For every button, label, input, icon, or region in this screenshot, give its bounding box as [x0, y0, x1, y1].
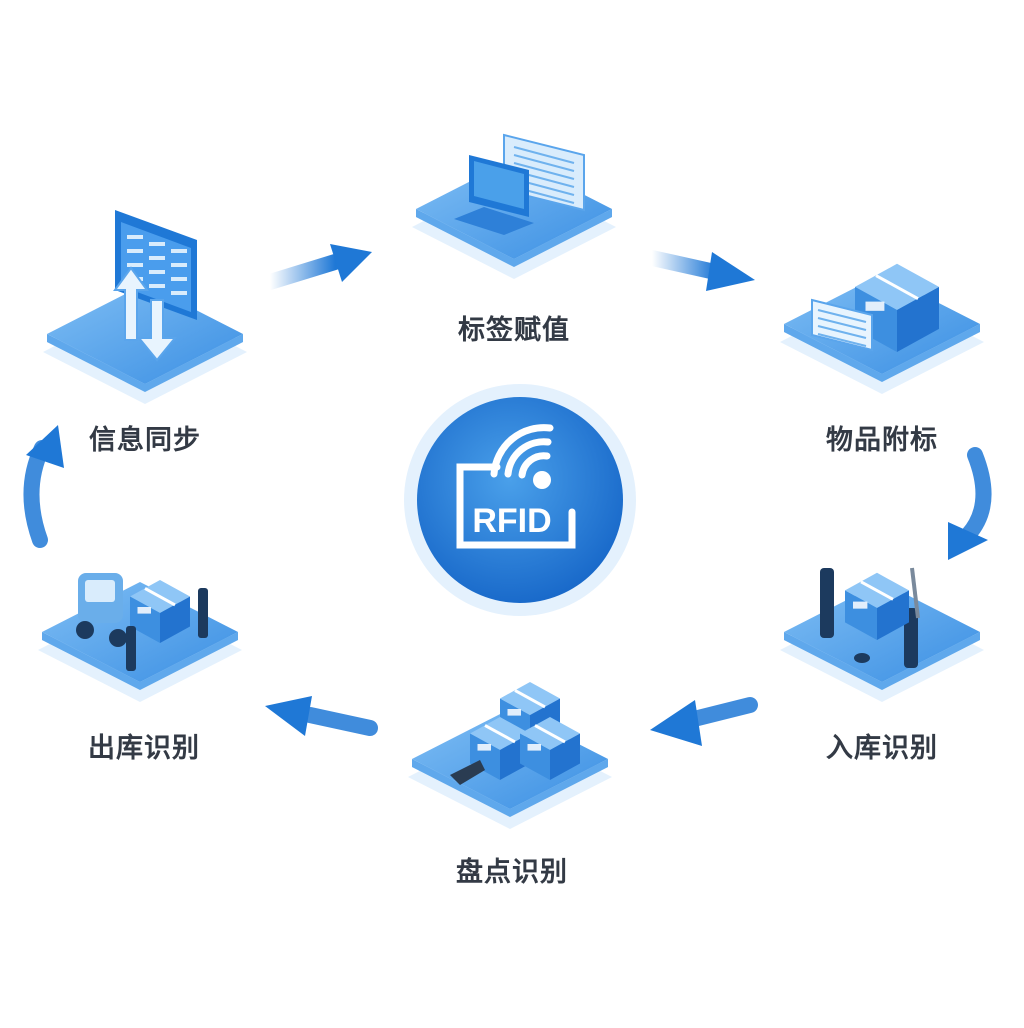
arrow-assign-to-tagging	[644, 250, 755, 291]
cardboard-box	[855, 263, 939, 352]
rfid-tag-icon	[456, 424, 576, 549]
forklift-icon	[76, 573, 208, 671]
platform-item-tagging	[780, 263, 984, 394]
stage-platforms	[38, 133, 984, 829]
label-tag-assign: 标签赋值	[458, 315, 570, 346]
arrow-sync-to-assign	[262, 244, 372, 290]
platform-outbound-scan	[38, 573, 242, 702]
rfid-center-badge: RFID	[404, 384, 636, 616]
data-sync-screen-icon	[113, 210, 197, 362]
stacked-boxes-scanner-icon	[450, 682, 580, 785]
arrow-outbound-to-sync	[23, 425, 64, 548]
platform-inbound-scan	[780, 567, 984, 702]
inbound-gate-icon	[820, 567, 920, 668]
label-item-tagging: 物品附标	[826, 425, 938, 456]
label-inventory-scan: 盘点识别	[456, 857, 568, 888]
rfid-badge-text: RFID	[472, 502, 551, 540]
box-with-tag-icon	[811, 263, 939, 352]
label-info-sync: 信息同步	[89, 425, 201, 456]
box-on-fork	[130, 580, 190, 643]
arrow-inventory-to-outbound	[265, 696, 378, 736]
label-inbound-scan: 入库识别	[826, 733, 938, 764]
computer-icon	[454, 133, 585, 235]
flow-arrows	[23, 244, 992, 746]
box-right	[520, 717, 580, 780]
label-outbound-scan: 出库识别	[88, 733, 200, 764]
platform-inventory-scan	[408, 682, 612, 829]
badge-disc	[417, 397, 623, 603]
arrow-inbound-to-inventory	[650, 697, 758, 746]
box-on-cart	[845, 572, 909, 640]
platform-info-sync	[43, 210, 247, 404]
platform-tag-assign	[412, 133, 616, 279]
arrow-tagging-to-inbound	[948, 447, 992, 560]
